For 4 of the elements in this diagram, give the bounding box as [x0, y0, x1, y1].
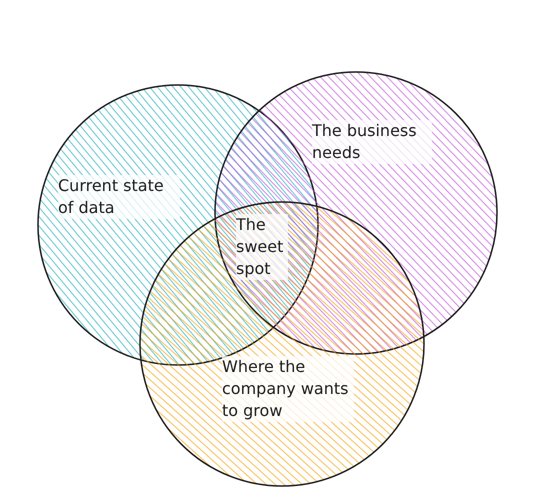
circle-label: Current state of data [58, 175, 180, 219]
circle-label: The business needs [312, 120, 432, 164]
overlap-label: The sweet spot [236, 214, 288, 280]
circle-label: Where the company wants to grow [222, 356, 354, 422]
